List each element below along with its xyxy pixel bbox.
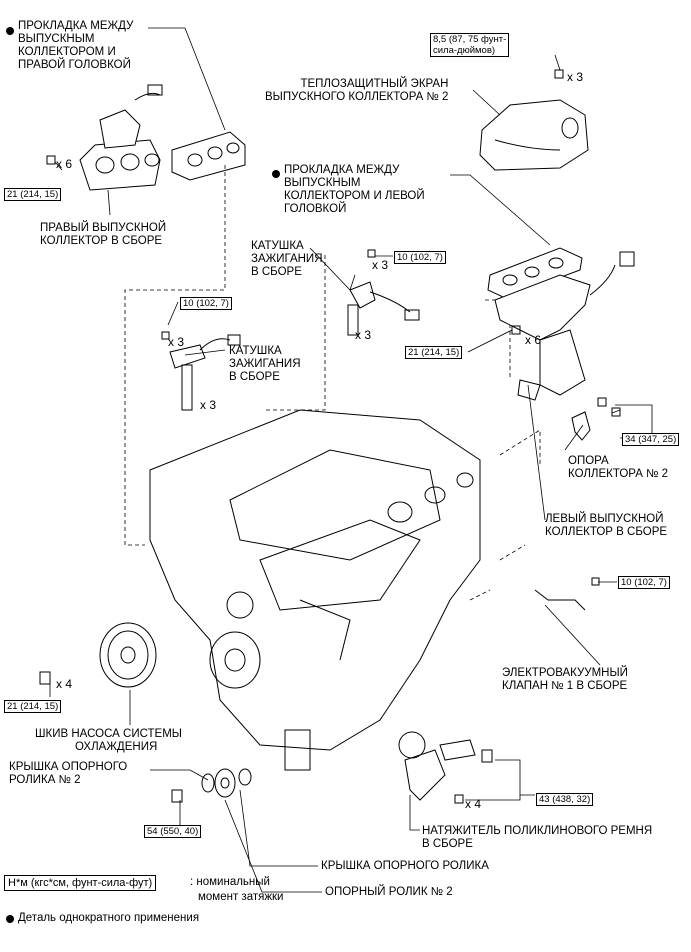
- water-pump-pulley-illustration: [99, 622, 157, 688]
- label-vsv: ЭЛЕКТРОВАКУУМНЫЙ КЛАПАН № 1 В СБОРЕ: [502, 667, 628, 693]
- label-line: КОЛЛЕКТОРА № 2: [568, 468, 668, 480]
- label-right-manifold: ПРАВЫЙ ВЫПУСКНОЙ КОЛЛЕКТОР В СБОРЕ: [40, 222, 166, 248]
- torque-box-t9: 43 (438, 32): [536, 793, 594, 806]
- label-line: ПРАВОЙ ГОЛОВКОЙ: [18, 59, 131, 71]
- label-coil-top: КАТУШКА ЗАЖИГАНИЯ В СБОРЕ: [251, 240, 323, 279]
- label-line: КЛАПАН № 1 В СБОРЕ: [502, 680, 628, 692]
- legend-unit-text-1: : номинальный: [190, 876, 270, 888]
- label-idler-2: ОПОРНЫЙ РОЛИК № 2: [325, 886, 453, 898]
- label-line: ОПОРА: [568, 455, 609, 467]
- label-line: В СБОРЕ: [229, 371, 280, 383]
- heat-shield-illustration: [479, 99, 589, 171]
- label-line: КРЫШКА ОПОРНОГО: [9, 761, 128, 773]
- ignition-coil-left: [169, 334, 241, 411]
- label-line: ЗАЖИГАНИЯ: [229, 358, 301, 370]
- label-heat-shield: ТЕПЛОЗАЩИТНЫЙ ЭКРАН ВЫПУСКНОГО КОЛЛЕКТОР…: [265, 78, 448, 104]
- count-c6: x 3: [200, 398, 217, 412]
- left-manifold-illustration: [494, 251, 635, 401]
- torque-box-t1: 8,5 (87, 75 фунт- сила-дюймов): [430, 33, 510, 57]
- label-gasket-left: ПРОКЛАДКА МЕЖДУ ВЫПУСКНЫМ КОЛЛЕКТОРОМ И …: [284, 164, 425, 216]
- label-line: КОЛЛЕКТОРОМ И: [18, 46, 116, 58]
- label-line: КОЛЛЕКТОРОМ И ЛЕВОЙ: [284, 190, 425, 202]
- label-line: ЛЕВЫЙ ВЫПУСКНОЙ: [545, 513, 664, 525]
- tensioner-illustration: [398, 731, 476, 801]
- count-c3: x 3: [372, 258, 389, 272]
- label-line: ТЕПЛОЗАЩИТНЫЙ ЭКРАН: [300, 78, 449, 90]
- label-line: НАТЯЖИТЕЛЬ ПОЛИКЛИНОВОГО РЕМНЯ: [422, 825, 653, 837]
- torque-box-t4: 10 (102, 7): [180, 297, 232, 310]
- count-c7: x 6: [525, 333, 542, 347]
- label-line: ВЫПУСКНЫМ: [284, 177, 361, 189]
- label-line: ПРОКЛАДКА МЕЖДУ: [18, 20, 134, 32]
- label-line: ЭЛЕКТРОВАКУУМНЫЙ: [502, 667, 628, 679]
- count-c5: x 3: [355, 328, 372, 342]
- count-c9: x 4: [465, 797, 482, 811]
- label-line: ЗАЖИГАНИЯ: [251, 253, 323, 265]
- single-use-dot-2: [272, 170, 280, 178]
- ignition-coil-top: [347, 281, 420, 336]
- label-line: ВЫПУСКНОГО КОЛЛЕКТОРА № 2: [265, 91, 449, 103]
- torque-line: 8,5 (87, 75 фунт-: [433, 34, 507, 45]
- label-line: КОЛЛЕКТОР В СБОРЕ: [40, 235, 163, 247]
- count-c1: x 3: [567, 70, 584, 84]
- label-line: ПРОКЛАДКА МЕЖДУ: [284, 164, 400, 176]
- label-line: ОХЛАЖДЕНИЯ: [75, 741, 158, 753]
- label-line: КОЛЛЕКТОР В СБОРЕ: [545, 526, 668, 538]
- vsv-illustration: [534, 589, 586, 611]
- torque-box-t5: 21 (214, 15): [405, 346, 463, 359]
- label-tensioner: НАТЯЖИТЕЛЬ ПОЛИКЛИНОВОГО РЕМНЯ В СБОРЕ: [422, 825, 652, 851]
- label-gasket-right: ПРОКЛАДКА МЕЖДУ ВЫПУСКНЫМ КОЛЛЕКТОРОМ И …: [18, 20, 133, 72]
- legend-unit-text-2: момент затяжки: [198, 891, 284, 903]
- label-line: ШКИВ НАСОСА СИСТЕМЫ: [35, 728, 182, 740]
- torque-box-t3: 10 (102, 7): [394, 251, 446, 264]
- legend-single-use: Деталь однократного применения: [18, 912, 200, 924]
- idler-parts: [201, 768, 252, 798]
- torque-box-t10: 54 (550, 40): [144, 825, 202, 838]
- right-gasket-illustration: [171, 131, 246, 181]
- label-stay-2: ОПОРА КОЛЛЕКТОРА № 2: [568, 455, 668, 481]
- count-c2: x 6: [56, 157, 73, 171]
- engine-block-illustration: [149, 409, 481, 771]
- label-line: ПРАВЫЙ ВЫПУСКНОЙ: [40, 222, 167, 234]
- single-use-dot-legend: [6, 915, 14, 923]
- label-line: ВЫПУСКНЫМ: [18, 33, 95, 45]
- label-line: РОЛИКА № 2: [9, 774, 81, 786]
- leader-lines: [49, 27, 653, 893]
- label-line: КАТУШКА: [229, 345, 282, 357]
- label-left-manifold: ЛЕВЫЙ ВЫПУСКНОЙ КОЛЛЕКТОР В СБОРЕ: [545, 513, 667, 539]
- stay-illustration: [571, 411, 591, 441]
- label-pump-pulley: ШКИВ НАСОСА СИСТЕМЫ ОХЛАЖДЕНИЯ: [35, 728, 182, 754]
- label-line: ГОЛОВКОЙ: [284, 203, 347, 215]
- count-c4: x 3: [168, 335, 185, 349]
- torque-box-t2: 21 (214, 15): [4, 188, 62, 201]
- torque-box-t8: 21 (214, 15): [4, 700, 62, 713]
- single-use-dot-1: [6, 27, 14, 35]
- label-coil-left: КАТУШКА ЗАЖИГАНИЯ В СБОРЕ: [229, 345, 301, 384]
- label-line: В СБОРЕ: [422, 838, 473, 850]
- torque-box-t6: 34 (347, 25): [622, 433, 680, 446]
- torque-line: сила-дюймов): [433, 45, 496, 56]
- right-manifold-illustration: [79, 84, 163, 191]
- label-line: В СБОРЕ: [251, 266, 302, 278]
- label-line: КАТУШКА: [251, 240, 304, 252]
- legend-unit-box: Н*м (кгс*см, фунт-сила-фут): [4, 875, 157, 891]
- bolts: [39, 69, 621, 804]
- count-c8: x 4: [56, 677, 73, 691]
- torque-box-t7: 10 (102, 7): [618, 576, 670, 589]
- label-idler-cover: КРЫШКА ОПОРНОГО РОЛИКА: [321, 860, 489, 872]
- left-gasket-illustration: [487, 247, 583, 299]
- label-idler-cover-2: КРЫШКА ОПОРНОГО РОЛИКА № 2: [9, 761, 127, 787]
